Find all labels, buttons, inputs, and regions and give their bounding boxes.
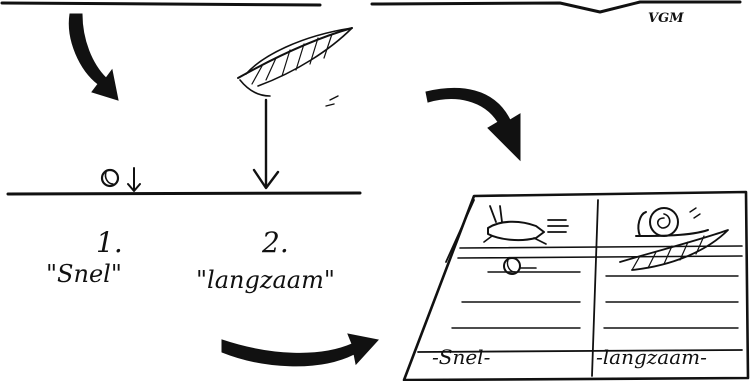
step-2-label: "langzaam" — [196, 266, 335, 294]
down-arrow — [254, 100, 278, 188]
curved-arrow-bottom — [222, 334, 378, 366]
step-2-number: 2. — [261, 226, 289, 259]
sheet-left-caption: -Snel- — [432, 345, 491, 369]
signature: VGM — [648, 11, 684, 26]
curved-arrow-top-left — [69, 14, 118, 100]
rabbit-icon — [484, 206, 568, 244]
coin-icon — [102, 170, 118, 186]
feather-icon — [238, 28, 352, 106]
step-1-label: "Snel" — [46, 260, 122, 288]
snail-icon — [636, 208, 708, 236]
small-down-arrow — [128, 168, 140, 191]
top-right-line — [372, 2, 740, 12]
sheet-right-caption: -langzaam- — [596, 345, 707, 369]
curved-arrow-right — [426, 88, 520, 160]
ground-line — [8, 193, 360, 194]
top-left-line — [2, 3, 320, 5]
step-1-number: 1. — [96, 226, 123, 259]
